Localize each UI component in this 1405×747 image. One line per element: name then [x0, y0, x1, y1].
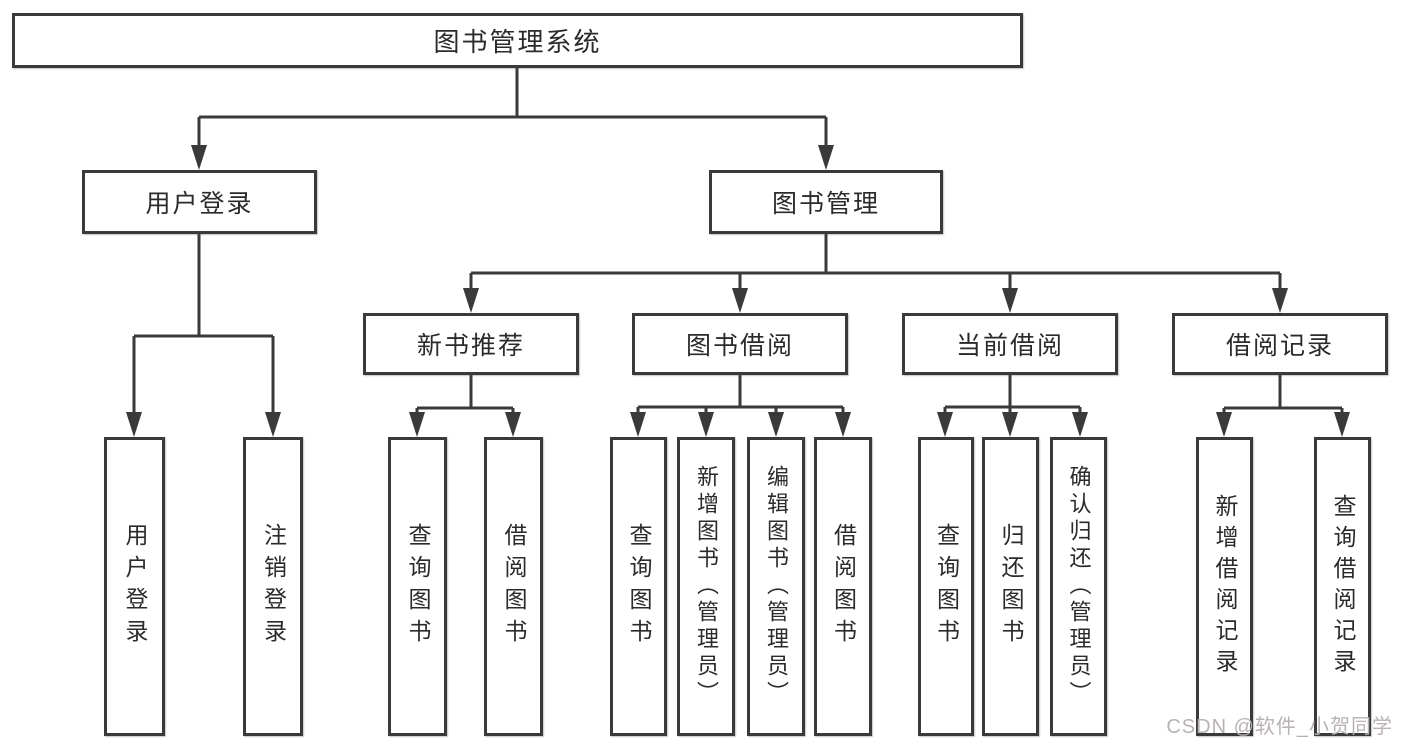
leaf-query-borrow-record: 查询借阅记录: [1314, 437, 1371, 736]
leaf-label: 注销登录: [260, 522, 287, 651]
arrowhead: [818, 145, 834, 170]
arrowhead: [698, 412, 714, 437]
csdn-watermark: CSDN @软件_小贺同学: [1166, 716, 1393, 738]
leaf-return-books: 归还图书: [982, 437, 1039, 736]
leaf-label: 查询图书: [626, 522, 652, 651]
arrowhead: [835, 412, 851, 437]
node-label: 图书管理系统: [433, 27, 602, 57]
node-label: 新书推荐: [416, 332, 525, 360]
leaf-label: 借阅图书: [501, 522, 527, 651]
node-book-management: 图书管理: [709, 170, 943, 234]
leaf-label: 查询图书: [405, 522, 431, 651]
connector-userlogin-to-leaves: [126, 234, 281, 437]
leaf-label: 确认归还（管理员）: [1066, 465, 1092, 708]
arrowhead: [463, 288, 479, 313]
node-current-borrow: 当前借阅: [902, 313, 1118, 375]
leaf-label: 查询借阅记录: [1330, 493, 1356, 680]
leaf-borrow-books-recommend: 借阅图书: [484, 437, 543, 736]
arrowhead: [630, 412, 646, 437]
connector-borrowrecords-to-leaves: [1216, 375, 1350, 437]
leaf-edit-books-admin: 编辑图书（管理员）: [747, 437, 805, 736]
arrowhead: [732, 288, 748, 313]
node-new-book-recommend: 新书推荐: [363, 313, 579, 375]
leaf-logout: 注销登录: [243, 437, 303, 736]
connector-currentborrow-to-leaves: [937, 375, 1088, 437]
node-library-management-system: 图书管理系统: [12, 13, 1023, 68]
connector-bookmgmt-to-level3: [463, 234, 1288, 313]
leaf-query-books-current: 查询图书: [918, 437, 974, 736]
leaf-label: 编辑图书（管理员）: [764, 465, 789, 708]
arrowhead: [768, 412, 784, 437]
arrowhead: [505, 412, 521, 437]
arrowhead: [1002, 288, 1018, 313]
leaf-add-books-admin: 新增图书（管理员）: [677, 437, 735, 736]
node-label: 当前借阅: [955, 332, 1064, 360]
arrowhead: [1072, 412, 1088, 437]
arrowhead: [937, 412, 953, 437]
arrowhead: [1272, 288, 1288, 313]
leaf-query-books-recommend: 查询图书: [388, 437, 447, 736]
connector-newbook-to-leaves: [409, 375, 521, 437]
leaf-user-login: 用户登录: [104, 437, 165, 736]
leaf-label: 用户登录: [122, 522, 148, 651]
leaf-confirm-return-admin: 确认归还（管理员）: [1050, 437, 1107, 736]
leaf-label: 新增图书（管理员）: [694, 465, 719, 708]
arrowhead: [1002, 412, 1018, 437]
node-label: 借阅记录: [1225, 332, 1334, 360]
leaf-add-borrow-record: 新增借阅记录: [1196, 437, 1253, 736]
arrowhead: [409, 412, 425, 437]
connector-bookborrow-to-leaves: [630, 375, 851, 437]
node-label: 用户登录: [145, 190, 254, 218]
leaf-label: 借阅图书: [830, 522, 857, 651]
node-book-borrow: 图书借阅: [632, 313, 848, 375]
leaf-label: 查询图书: [933, 522, 960, 651]
arrowhead: [191, 145, 207, 170]
leaf-label: 归还图书: [998, 522, 1024, 651]
leaf-query-books-borrow: 查询图书: [610, 437, 667, 736]
connector-root-to-level2: [191, 68, 834, 170]
arrowhead: [1216, 412, 1232, 437]
leaf-borrow-books: 借阅图书: [814, 437, 872, 736]
node-label: 图书借阅: [685, 332, 794, 360]
arrowhead: [1334, 412, 1350, 437]
node-user-login: 用户登录: [82, 170, 317, 234]
arrowhead: [126, 412, 142, 437]
arrowhead: [265, 412, 281, 437]
node-borrow-records: 借阅记录: [1172, 313, 1388, 375]
leaf-label: 新增借阅记录: [1212, 493, 1238, 680]
node-label: 图书管理: [771, 190, 880, 218]
